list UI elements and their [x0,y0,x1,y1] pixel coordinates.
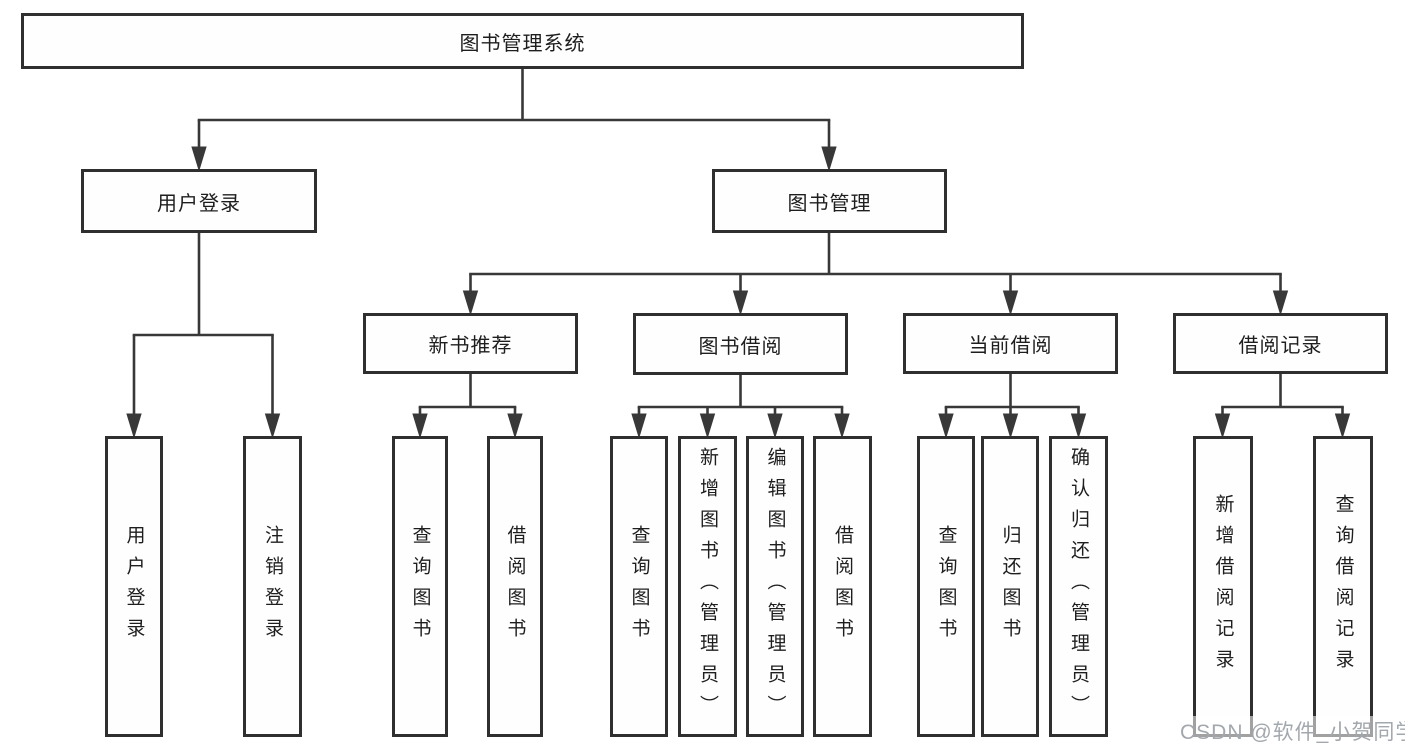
arrow-head [631,413,647,439]
arrow-head [1214,413,1231,439]
arrow-head [1334,413,1351,439]
arrow-head [264,413,281,439]
leaf-return-books: 归还图书 [981,436,1039,737]
arrow-head [126,413,142,439]
leaf-add-borrow-record: 新增借阅记录 [1193,436,1253,737]
node-new-book-recommend: 新书推荐 [363,313,578,374]
leaf-query-books-borrow: 查询图书 [610,436,668,737]
node-root-library-system: 图书管理系统 [21,13,1024,69]
leaf-edit-books-admin: 编辑图书（管理员） [746,436,804,737]
arrow-head [1002,290,1019,316]
arrow-head [834,413,850,439]
arrow-head [1070,413,1087,439]
leaf-query-books-current: 查询图书 [917,436,975,737]
leaf-query-books-recommend: 查询图书 [392,436,448,737]
leaf-logout: 注销登录 [243,436,302,737]
node-book-management: 图书管理 [712,169,947,233]
leaf-user-login: 用户登录 [105,436,163,737]
arrow-head [1002,413,1019,439]
arrow-head [938,413,954,439]
arrow-head [767,413,783,439]
leaf-borrow-books: 借阅图书 [813,436,872,737]
node-borrow-records: 借阅记录 [1173,313,1388,374]
leaf-borrow-books-recommend: 借阅图书 [487,436,543,737]
arrow-head [821,146,837,172]
leaf-query-borrow-record: 查询借阅记录 [1313,436,1373,737]
arrow-head [507,413,523,439]
arrow-head [699,413,716,439]
node-book-borrow: 图书借阅 [633,313,848,375]
node-current-borrow: 当前借阅 [903,313,1118,374]
arrow-head [732,290,749,316]
node-user-login: 用户登录 [81,169,317,233]
csdn-watermark: CSDN @软件_小贺同学 [1176,716,1405,747]
arrow-head [412,413,428,439]
arrow-head [1272,290,1289,316]
arrow-head [462,290,479,316]
leaf-confirm-return-admin: 确认归还（管理员） [1049,436,1108,737]
leaf-add-books-admin: 新增图书（管理员） [678,436,737,737]
arrow-head [191,146,207,172]
